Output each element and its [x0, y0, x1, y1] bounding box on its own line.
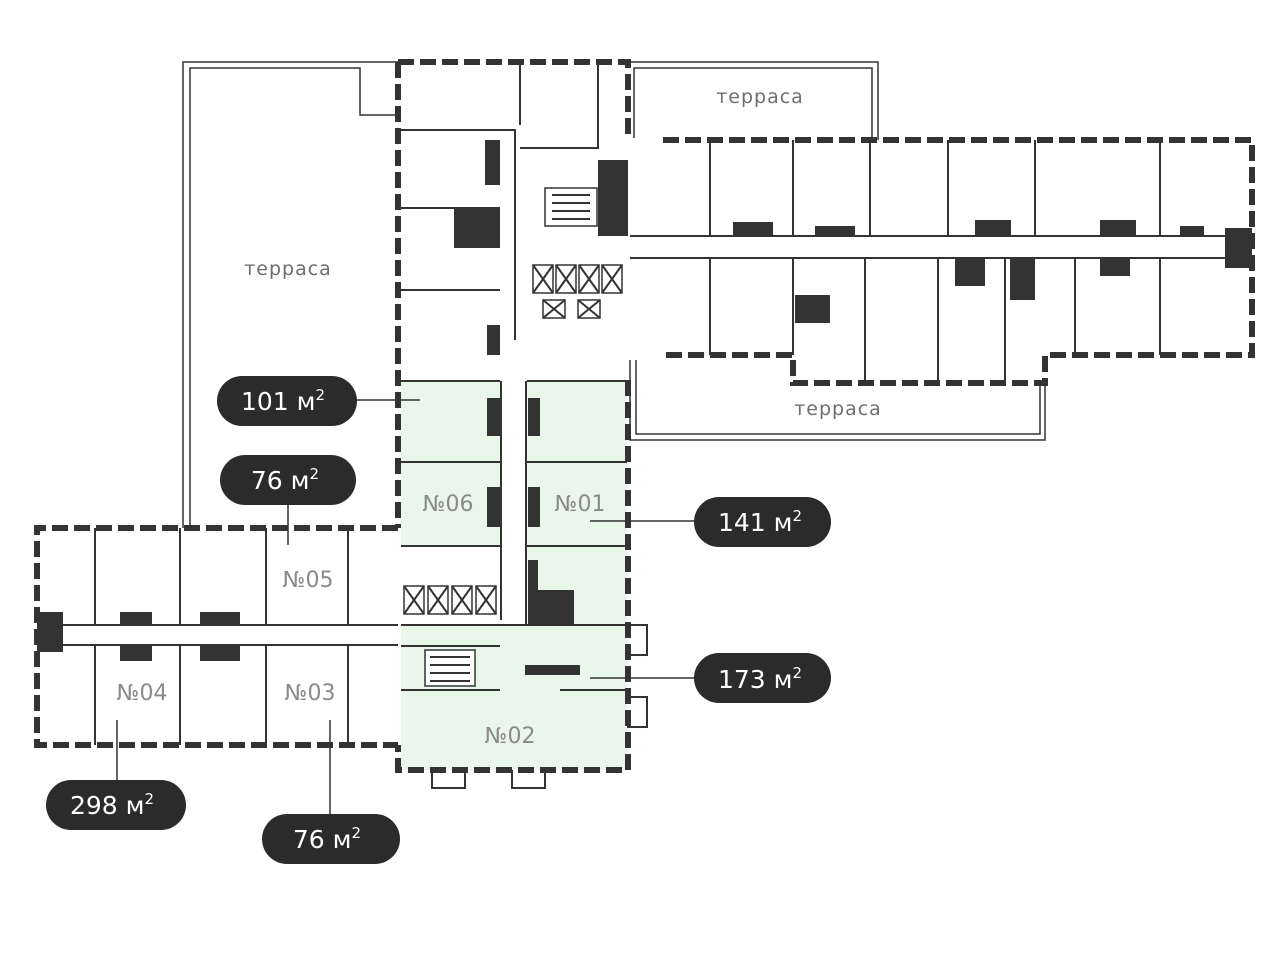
- area-badge-02[interactable]: 173 м2: [694, 653, 831, 703]
- unit-02-label[interactable]: №02: [485, 724, 536, 749]
- terrace-right-outline: [629, 360, 1046, 441]
- central-wing-walls: [395, 59, 631, 773]
- svg-text:76 м2: 76 м2: [251, 465, 319, 495]
- terrace-right-label: терраса: [794, 398, 882, 420]
- terrace-left-label: терраса: [244, 258, 332, 280]
- area-badge-04[interactable]: 298 м2: [46, 780, 186, 830]
- terraces: [182, 61, 1046, 528]
- terrace-top-outline: [628, 61, 879, 140]
- unit-02-area[interactable]: [401, 625, 627, 770]
- svg-text:298 м2: 298 м2: [70, 790, 154, 820]
- entrance-bays: [431, 624, 648, 789]
- unit-01-label[interactable]: №01: [555, 492, 606, 517]
- svg-text:101 м2: 101 м2: [241, 386, 325, 416]
- area-badge-05[interactable]: 76 м2: [220, 455, 356, 505]
- highlight-areas: [401, 381, 627, 770]
- unit-04-label[interactable]: №04: [117, 681, 168, 706]
- leader-lines: [116, 399, 695, 818]
- unit-06-area[interactable]: [401, 381, 501, 546]
- elevator-shafts: [403, 187, 623, 687]
- west-wing-walls: [34, 525, 398, 748]
- terrace-left-outline: [182, 61, 398, 528]
- east-wing-walls: [663, 137, 1255, 386]
- outer-walls: [34, 59, 1255, 773]
- area-badge-06[interactable]: 101 м2: [217, 376, 357, 426]
- structural-blocks: [37, 140, 1252, 675]
- unit-05-label[interactable]: №05: [283, 568, 334, 593]
- unit-01-area[interactable]: [527, 381, 627, 625]
- svg-text:76 м2: 76 м2: [293, 824, 361, 854]
- svg-text:141 м2: 141 м2: [718, 507, 802, 537]
- area-badge-03[interactable]: 76 м2: [262, 814, 400, 864]
- terrace-top-label: терраса: [716, 86, 804, 108]
- area-badge-01[interactable]: 141 м2: [694, 497, 831, 547]
- svg-text:173 м2: 173 м2: [718, 664, 802, 694]
- unit-03-label[interactable]: №03: [285, 681, 336, 706]
- unit-06-label[interactable]: №06: [423, 492, 474, 517]
